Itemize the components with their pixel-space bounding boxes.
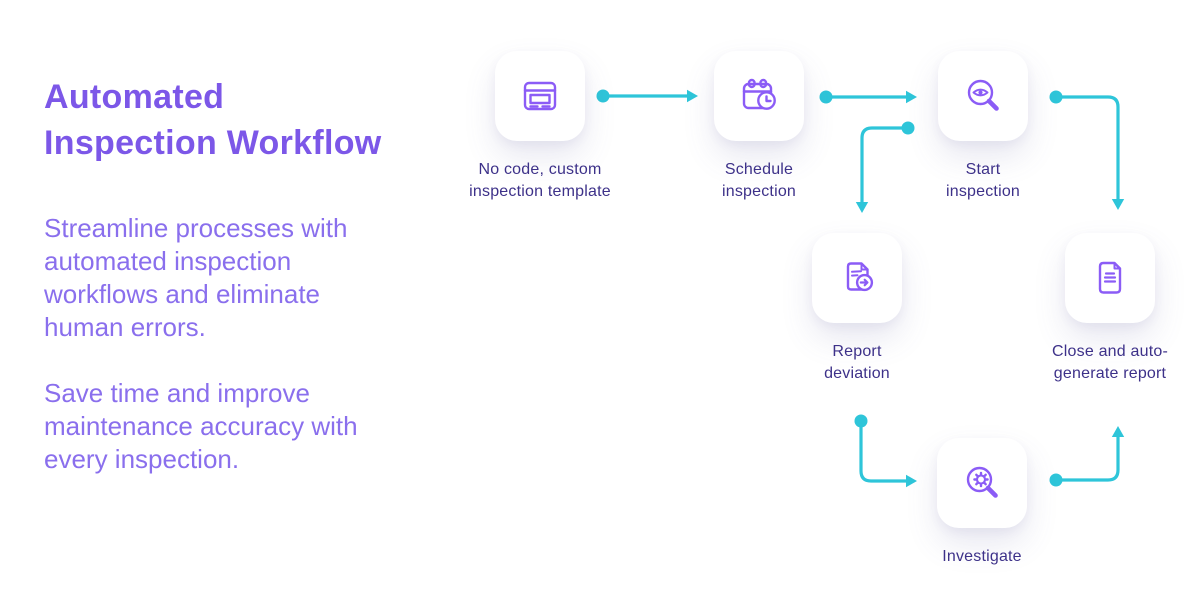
document-export-icon — [846, 262, 874, 292]
intro-paragraph-2: Save time and improve maintenance accura… — [44, 378, 358, 474]
workflow-node-template: No code, custom inspection template — [445, 51, 635, 203]
workflow-card-start — [938, 51, 1028, 141]
workflow-node-label-close-report: Close and auto- generate report — [1052, 343, 1168, 382]
page-title: Automated Inspection Workflow — [44, 78, 382, 162]
workflow-node-start: Start inspection — [888, 51, 1078, 203]
intro-paragraph-1: Streamline processes with automated insp… — [44, 213, 348, 342]
workflow-node-investigate: Investigate — [887, 438, 1077, 568]
workflow-node-label-schedule: Schedule inspection — [721, 161, 797, 200]
workflow-card-template — [495, 51, 585, 141]
workflow-card-report-deviation — [812, 233, 902, 323]
intro-panel: Automated Inspection Workflow Streamline… — [44, 74, 464, 476]
form-template-icon — [523, 81, 557, 111]
workflow-node-label-template: No code, custom inspection template — [469, 161, 611, 200]
workflow-card-schedule — [714, 51, 804, 141]
magnifier-gear-icon — [966, 466, 998, 498]
workflow-card-investigate — [937, 438, 1027, 528]
workflow-card-close-report — [1065, 233, 1155, 323]
workflow-node-label-start: Start inspection — [945, 161, 1021, 200]
workflow-node-label-investigate: Investigate — [942, 548, 1022, 565]
workflow-node-close-report: Close and auto- generate report — [1015, 233, 1200, 385]
workflow-node-label-report-deviation: Report deviation — [824, 343, 890, 382]
workflow-node-schedule: Schedule inspection — [664, 51, 854, 203]
document-lines-icon — [1098, 261, 1122, 294]
workflow-node-report-deviation: Report deviation — [762, 233, 952, 385]
calendar-clock-icon — [742, 78, 776, 110]
magnifier-eye-icon — [967, 79, 999, 111]
